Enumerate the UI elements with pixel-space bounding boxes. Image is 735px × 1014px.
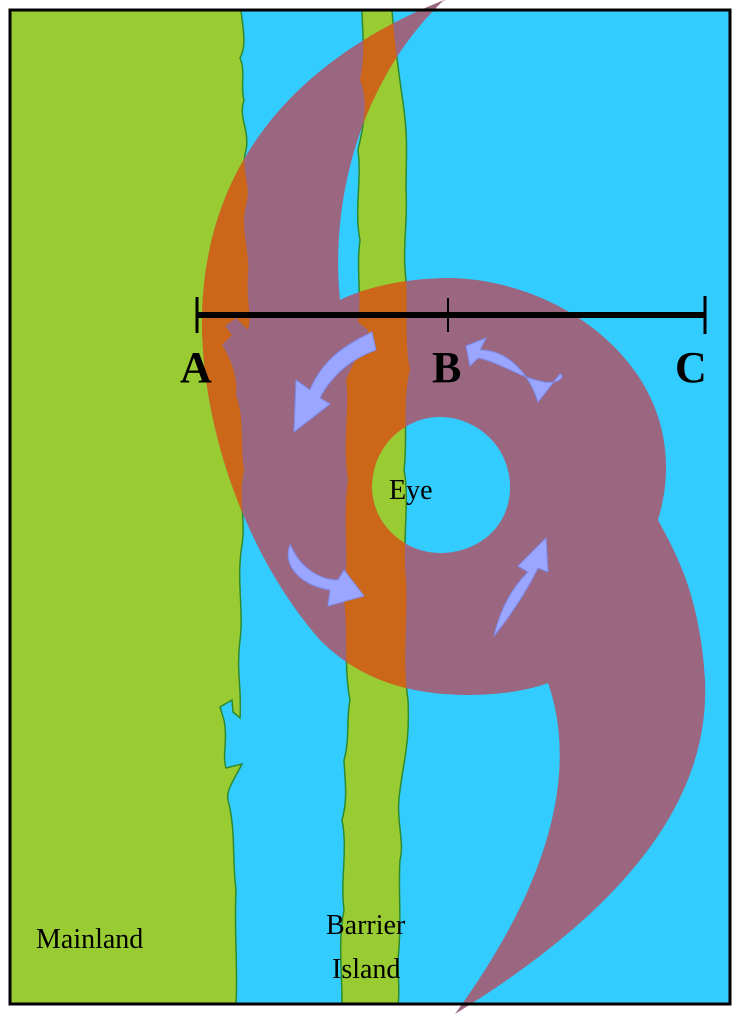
eye-label: Eye [389, 475, 433, 506]
barrier-island-label-line2: Island [332, 954, 400, 985]
curved-arrow-icon [493, 536, 549, 637]
point-b-label: B [432, 343, 461, 392]
curved-arrow-icon [293, 331, 377, 434]
curved-arrow-icon [287, 543, 365, 607]
point-a-label: A [180, 343, 212, 392]
point-c-label: C [675, 343, 707, 392]
mainland-label: Mainland [36, 924, 143, 955]
frame [8, 8, 732, 1006]
transect-line [195, 296, 707, 334]
curved-arrow-icon [465, 337, 563, 404]
barrier-island-label-line1: Barrier [326, 910, 406, 941]
mainland [9, 9, 251, 1005]
wind-arrows [287, 331, 563, 637]
